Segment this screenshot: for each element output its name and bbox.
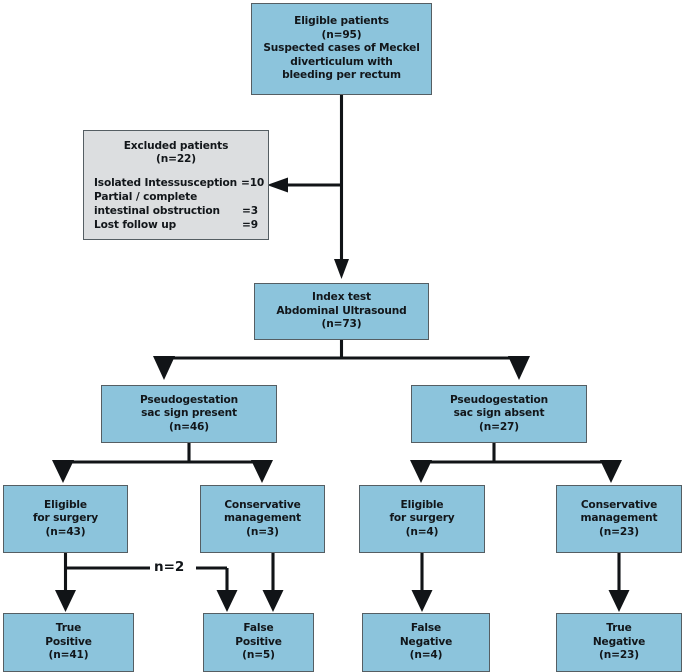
node-eligible-for-surgery-right[interactable]: Eligible for surgery (n=4) [359, 485, 485, 553]
arrowhead-conservative-left [251, 460, 273, 483]
conservative-right-line-1: Conservative [580, 498, 658, 511]
index-test-line-3: (n=73) [321, 318, 362, 331]
surgery-left-line-2: for surgery [32, 512, 99, 525]
arrowhead-surgery-right [410, 460, 432, 483]
true-negative-line-2: Negative [592, 635, 646, 648]
conservative-right-line-2: management [580, 512, 658, 525]
false-negative-line-2: Negative [399, 635, 453, 648]
false-negative-line-1: False [410, 622, 442, 635]
node-true-positive[interactable]: True Positive (n=41) [3, 613, 134, 672]
excluded-reason-label: Lost follow up [94, 219, 177, 232]
surgery-right-line-1: Eligible [400, 498, 444, 511]
eligible-patients-line-2: (n=95) [321, 28, 362, 41]
eligible-patients-line-4: diverticulum with [290, 55, 393, 68]
false-positive-line-2: Positive [235, 635, 282, 648]
sac-present-line-2: sac sign present [141, 407, 237, 420]
node-conservative-management-right[interactable]: Conservative management (n=23) [556, 485, 682, 553]
eligible-patients-line-1: Eligible patients [294, 15, 389, 28]
arrowhead-false-positive [262, 590, 284, 612]
node-eligible-for-surgery-left[interactable]: Eligible for surgery (n=43) [3, 485, 128, 553]
excluded-reason-label: intestinal obstruction [94, 205, 220, 218]
node-conservative-management-left[interactable]: Conservative management (n=3) [200, 485, 325, 553]
excluded-reason-value: =10 [240, 176, 265, 189]
conservative-left-line-2: management [224, 512, 301, 525]
excluded-patients-reason-list: Isolated Intessusception =10 Partial / c… [94, 176, 264, 233]
excluded-reason-label: Isolated Intessusception [94, 176, 237, 189]
excluded-patients-heading: Excluded patients (n=22) [94, 140, 258, 167]
arrowhead-true-positive [55, 590, 76, 612]
sac-absent-line-1: Pseudogestation [449, 393, 549, 406]
eligible-patients-line-5: bleeding per rectum [282, 69, 401, 82]
surgery-right-line-3: (n=4) [405, 525, 439, 538]
arrowhead-index-test [334, 259, 349, 279]
arrowhead-excluded [267, 177, 288, 193]
sac-absent-line-3: (n=27) [479, 420, 519, 433]
excluded-reason-row: intestinal obstruction =3 [94, 204, 258, 218]
surgery-left-line-1: Eligible [44, 498, 87, 511]
surgery-left-line-3: (n=43) [45, 525, 86, 538]
true-negative-line-1: True [606, 622, 632, 635]
true-positive-line-1: True [55, 622, 82, 635]
false-positive-line-3: (n=5) [242, 649, 275, 662]
true-positive-line-2: Positive [45, 635, 92, 648]
index-test-line-2: Abdominal Ultrasound [276, 304, 407, 317]
true-negative-line-3: (n=23) [599, 649, 639, 662]
node-eligible-patients[interactable]: Eligible patients (n=95) Suspected cases… [251, 3, 432, 95]
sac-present-line-1: Pseudogestation [139, 393, 239, 406]
arrowhead-sac-absent [508, 356, 530, 380]
node-index-test[interactable]: Index test Abdominal Ultrasound (n=73) [254, 283, 429, 340]
sac-absent-line-2: sac sign absent [453, 407, 545, 420]
excluded-patients-count: (n=22) [156, 153, 196, 166]
surgery-right-line-2: for surgery [389, 512, 455, 525]
node-sac-sign-present[interactable]: Pseudogestation sac sign present (n=46) [101, 385, 277, 443]
false-positive-line-1: False [243, 622, 274, 635]
false-negative-line-3: (n=4) [409, 649, 443, 662]
eligible-patients-line-3: Suspected cases of Meckel [263, 42, 420, 55]
conservative-left-line-1: Conservative [224, 498, 301, 511]
edge-label-crossover: n=2 [151, 560, 188, 574]
arrowhead-false-positive-crossover [216, 590, 238, 612]
node-false-positive[interactable]: False Positive (n=5) [203, 613, 314, 672]
node-sac-sign-absent[interactable]: Pseudogestation sac sign absent (n=27) [411, 385, 587, 443]
excluded-patients-title: Excluded patients [123, 140, 229, 152]
true-positive-line-3: (n=41) [48, 649, 89, 662]
node-excluded-patients[interactable]: Excluded patients (n=22) Isolated Intess… [83, 130, 269, 240]
arrowhead-true-negative [608, 590, 630, 612]
arrowhead-conservative-right [600, 460, 622, 483]
conservative-left-line-3: (n=3) [246, 525, 279, 538]
excluded-reason-row: Isolated Intessusception =10 [94, 176, 264, 190]
excluded-reason-label: Partial / complete [94, 191, 198, 204]
node-false-negative[interactable]: False Negative (n=4) [362, 613, 490, 672]
sac-present-line-3: (n=46) [169, 420, 209, 433]
index-test-line-1: Index test [312, 291, 371, 304]
excluded-reason-value: =9 [242, 219, 258, 232]
excluded-reason-value: =3 [242, 205, 258, 218]
conservative-right-line-3: (n=23) [599, 525, 639, 538]
node-true-negative[interactable]: True Negative (n=23) [556, 613, 682, 672]
arrowhead-sac-present [153, 356, 175, 380]
excluded-reason-row: Partial / complete [94, 190, 258, 204]
arrowhead-false-negative [411, 590, 433, 612]
arrowhead-surgery-left [52, 460, 74, 483]
excluded-reason-row: Lost follow up =9 [94, 218, 258, 232]
